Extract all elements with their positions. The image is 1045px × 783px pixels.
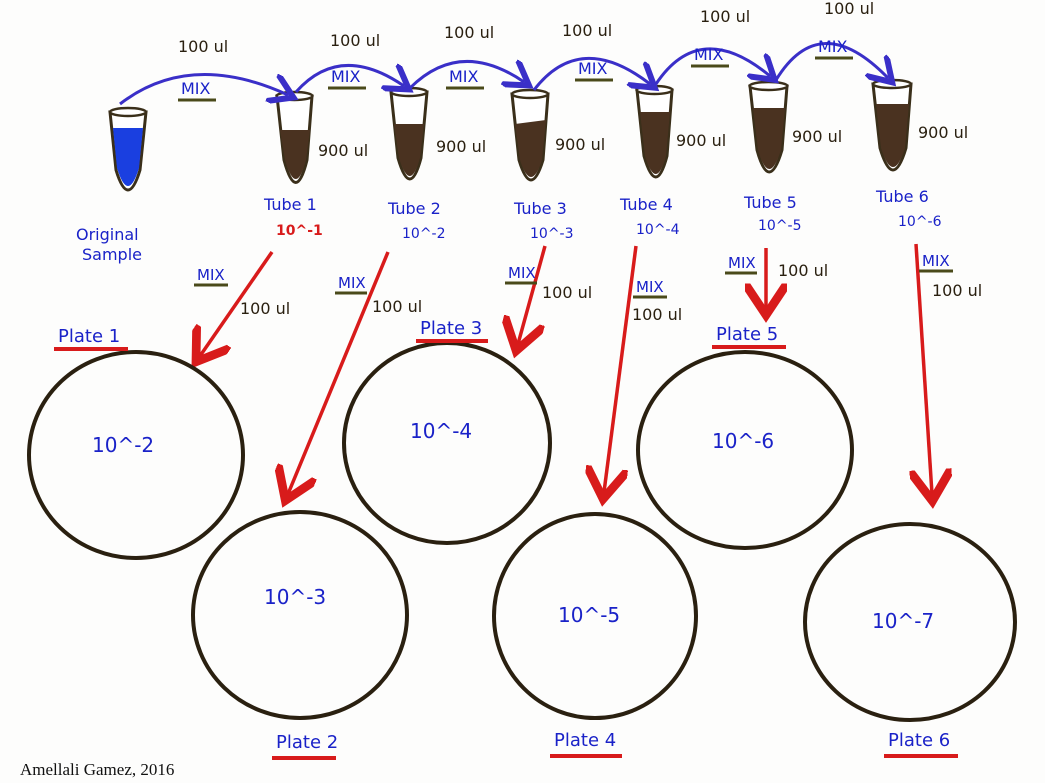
diluent-volume-1: 900 ul bbox=[318, 141, 368, 160]
original-sample-tube bbox=[108, 106, 148, 192]
tube-2 bbox=[389, 86, 429, 181]
plate-dilution-2: 10^-3 bbox=[264, 585, 326, 609]
plate-volume-5: 100 ul bbox=[778, 261, 828, 280]
plating-arrow-1 bbox=[200, 251, 274, 356]
plating-arrow-6 bbox=[916, 243, 932, 494]
tube-1 bbox=[275, 90, 314, 184]
plate-label-2: Plate 2 bbox=[276, 732, 338, 753]
top-volume-4: 100 ul bbox=[562, 21, 612, 40]
original-label-line1: Original bbox=[76, 225, 139, 244]
plating-arrow-4 bbox=[604, 245, 638, 492]
transfer-arc-4 bbox=[532, 56, 650, 90]
plate-3 bbox=[342, 341, 552, 545]
tube-label-2: Tube 2 bbox=[387, 199, 441, 218]
plate-dilution-1: 10^-2 bbox=[92, 433, 154, 457]
tube-dilution-6: 10^-6 bbox=[898, 214, 942, 230]
mix-label-3: MIX bbox=[449, 67, 479, 86]
top-volume-5: 100 ul bbox=[700, 7, 750, 26]
diluent-volume-3: 900 ul bbox=[555, 135, 605, 154]
plate-mix-label-1: MIX bbox=[197, 266, 225, 284]
transfer-arc-1 bbox=[119, 73, 288, 106]
original-label-line2: Sample bbox=[82, 245, 142, 264]
mix-label-4: MIX bbox=[578, 59, 608, 78]
diluent-volume-4: 900 ul bbox=[676, 131, 726, 150]
tube-dilution-4: 10^-4 bbox=[636, 222, 680, 238]
plating-arrow-2 bbox=[288, 251, 390, 494]
mix-label-1: MIX bbox=[181, 79, 211, 98]
plate-volume-6: 100 ul bbox=[932, 281, 982, 300]
tube-4 bbox=[635, 84, 674, 179]
plate-volume-1: 100 ul bbox=[240, 299, 290, 318]
transfer-arc-6 bbox=[774, 42, 888, 80]
tube-label-5: Tube 5 bbox=[743, 193, 797, 212]
plate-mix-label-2: MIX bbox=[338, 274, 366, 292]
top-volume-6: 100 ul bbox=[824, 0, 874, 18]
mix-label-5: MIX bbox=[694, 45, 724, 64]
plate-label-1: Plate 1 bbox=[58, 326, 120, 347]
plate-label-3: Plate 3 bbox=[420, 318, 482, 339]
top-volume-2: 100 ul bbox=[330, 31, 380, 50]
plate-mix-label-5: MIX bbox=[728, 254, 756, 272]
plate-label-5: Plate 5 bbox=[716, 324, 778, 345]
credit-text: Amellali Gamez, 2016 bbox=[20, 760, 174, 779]
transfer-arc-3 bbox=[408, 61, 524, 90]
tube-label-4: Tube 4 bbox=[619, 195, 673, 214]
diluent-volume-6: 900 ul bbox=[918, 123, 968, 142]
plate-dilution-3: 10^-4 bbox=[410, 419, 472, 443]
transfer-arc-2 bbox=[294, 65, 404, 93]
plate-dilution-6: 10^-7 bbox=[872, 609, 934, 633]
plate-dilution-4: 10^-5 bbox=[558, 603, 620, 627]
tube-label-3: Tube 3 bbox=[513, 199, 567, 218]
plate-6 bbox=[803, 522, 1017, 722]
plating-arrow-3 bbox=[518, 245, 547, 344]
plate-volume-2: 100 ul bbox=[372, 297, 422, 316]
top-volume-1: 100 ul bbox=[178, 37, 228, 56]
plate-1 bbox=[27, 350, 245, 560]
tube-3 bbox=[510, 88, 550, 182]
tube-dilution-3: 10^-3 bbox=[530, 226, 574, 242]
mix-label-6: MIX bbox=[818, 37, 848, 56]
plate-volume-4: 100 ul bbox=[632, 305, 682, 324]
transfer-arc-5 bbox=[654, 47, 770, 85]
plate-4 bbox=[492, 512, 698, 720]
tube-dilution-1: 10^-1 bbox=[276, 223, 323, 239]
plate-label-6: Plate 6 bbox=[888, 730, 950, 751]
plate-label-4: Plate 4 bbox=[554, 730, 616, 751]
tube-label-1: Tube 1 bbox=[263, 195, 317, 214]
plate-5 bbox=[636, 350, 854, 550]
mix-label-2: MIX bbox=[331, 67, 361, 86]
tube-5 bbox=[748, 80, 789, 174]
plate-dilution-5: 10^-6 bbox=[712, 429, 774, 453]
plate-volume-3: 100 ul bbox=[542, 283, 592, 302]
top-volume-3: 100 ul bbox=[444, 23, 494, 42]
plate-mix-label-3: MIX bbox=[508, 264, 536, 282]
plate-2 bbox=[191, 510, 409, 720]
plate-mix-label-4: MIX bbox=[636, 278, 664, 296]
tube-dilution-5: 10^-5 bbox=[758, 218, 802, 234]
tube-label-6: Tube 6 bbox=[875, 187, 929, 206]
tube-6 bbox=[871, 78, 913, 172]
diluent-volume-2: 900 ul bbox=[436, 137, 486, 156]
plate-mix-label-6: MIX bbox=[922, 252, 950, 270]
tube-dilution-2: 10^-2 bbox=[402, 226, 446, 242]
diluent-volume-5: 900 ul bbox=[792, 127, 842, 146]
